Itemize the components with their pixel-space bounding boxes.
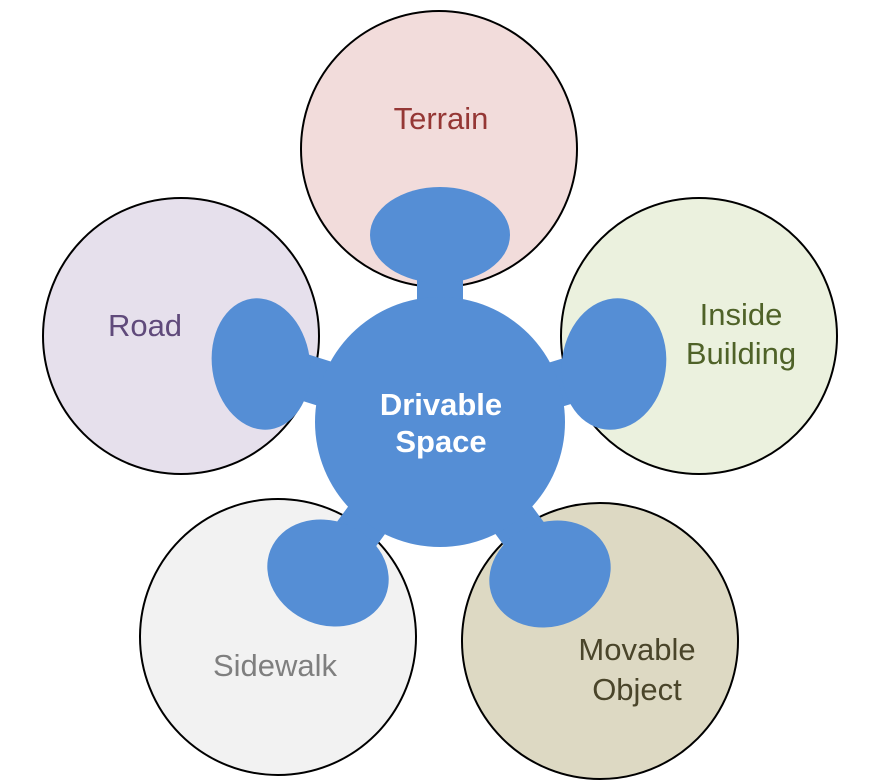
- road-label: Road: [108, 308, 182, 343]
- movable-object-label-line1: Movable: [578, 632, 695, 667]
- lobe-inside-building: [561, 298, 667, 430]
- center-hub: [315, 297, 565, 547]
- lobe-terrain: [370, 187, 510, 283]
- lobe-movable-object: [489, 520, 611, 628]
- terrain-label: Terrain: [394, 101, 489, 136]
- movable-object-label-line2: Object: [592, 672, 682, 707]
- center-connector-shape: [211, 187, 667, 628]
- center-label-line1: Drivable: [380, 387, 502, 422]
- inside-building-label-line1: Inside: [700, 297, 783, 332]
- lobe-road: [211, 298, 311, 430]
- lobe-sidewalk: [267, 519, 389, 627]
- sidewalk-label: Sidewalk: [213, 648, 338, 683]
- center-label-line2: Space: [395, 424, 486, 459]
- inside-building-label-line2: Building: [686, 336, 796, 371]
